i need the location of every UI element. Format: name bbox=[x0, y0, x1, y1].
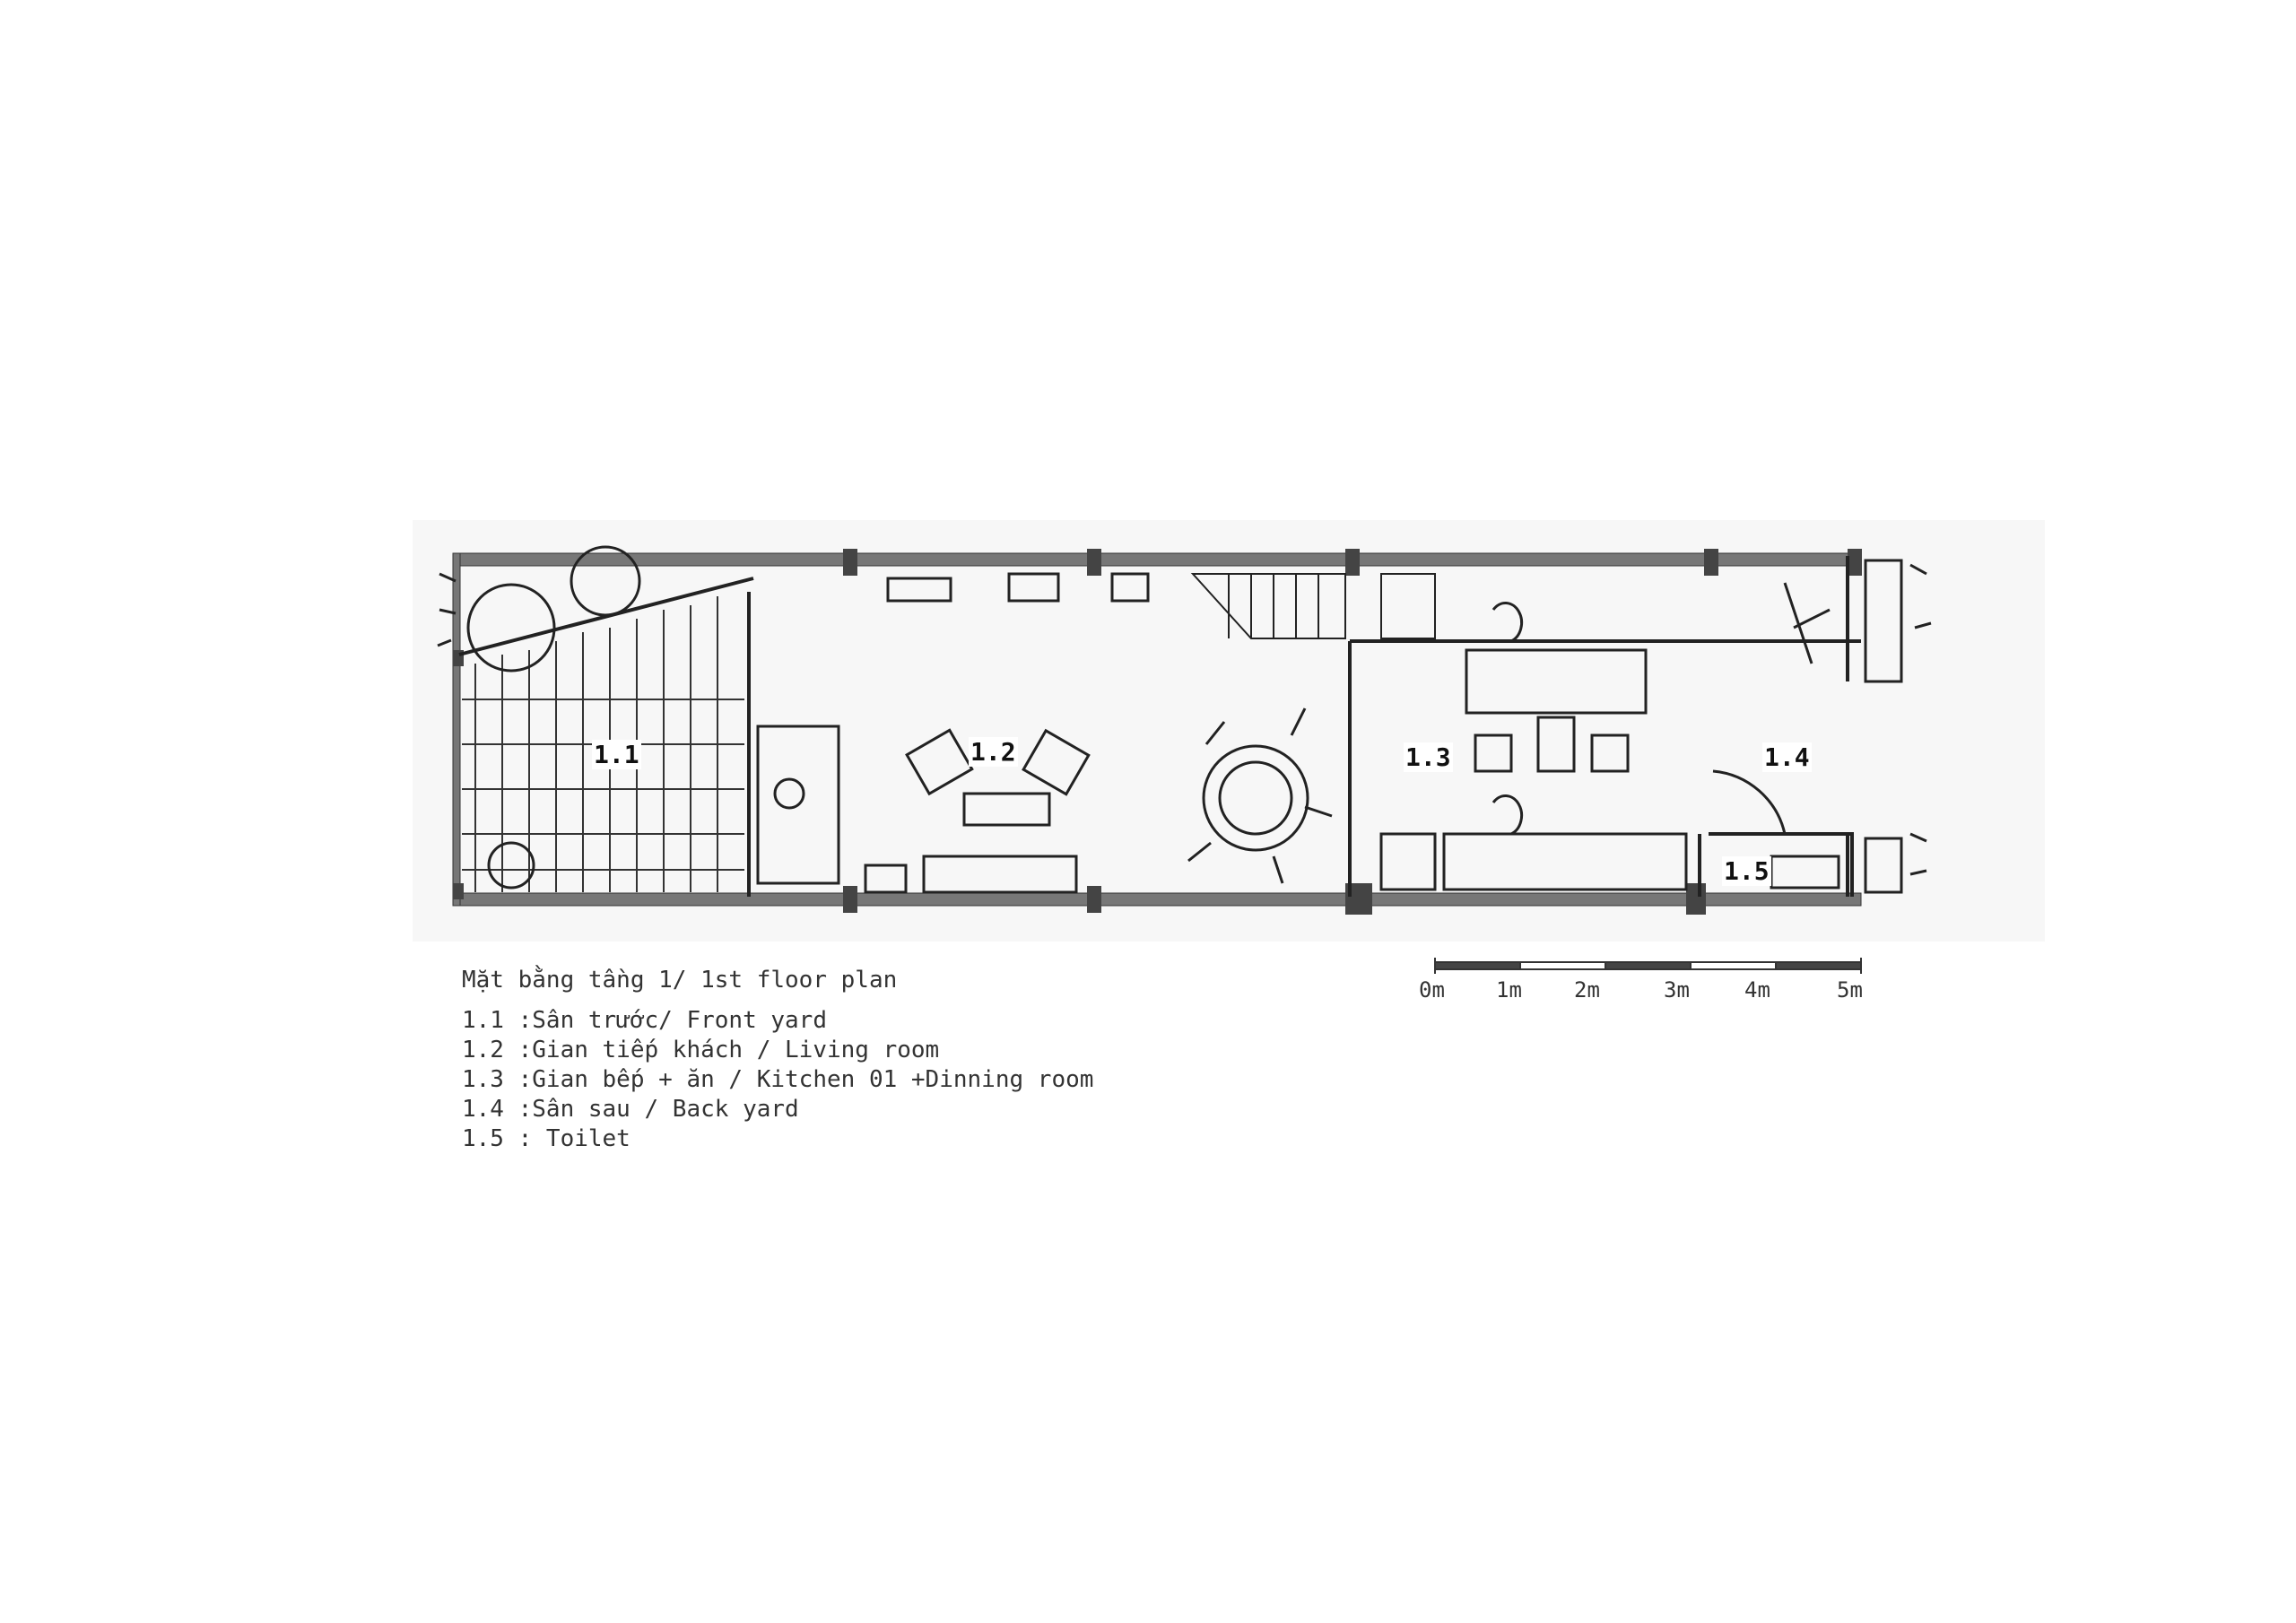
room-label-1-4: 1.4 bbox=[1762, 742, 1812, 772]
scale-label-1m: 1m bbox=[1496, 977, 1522, 1002]
stair bbox=[1190, 573, 1436, 639]
scale-label-0m: 0m bbox=[1419, 977, 1445, 1002]
legend-item: 1.1 :Sân trước/ Front yard bbox=[462, 1007, 827, 1034]
scale-bar-labels: 0m 1m 2m 3m 4m 5m bbox=[0, 977, 2296, 1013]
room-label-1-2: 1.2 bbox=[969, 737, 1018, 767]
scale-label-2m: 2m bbox=[1574, 977, 1600, 1002]
kitchen-furniture bbox=[1379, 601, 1688, 891]
room-legend: 1.1 :Sân trước/ Front yard 1.2 :Gian tiế… bbox=[462, 1006, 1093, 1154]
room-label-1-5: 1.5 bbox=[1722, 856, 1771, 886]
scale-label-3m: 3m bbox=[1664, 977, 1690, 1002]
room-label-1-1: 1.1 bbox=[592, 740, 641, 769]
tree-symbols bbox=[437, 545, 1932, 890]
scale-label-5m: 5m bbox=[1837, 977, 1863, 1002]
scale-bar bbox=[1434, 958, 1862, 974]
legend-item: 1.3 :Gian bếp + ăn / Kitchen 01 +Dinning… bbox=[462, 1066, 1094, 1093]
scale-label-4m: 4m bbox=[1744, 977, 1770, 1002]
legend-item: 1.5 : Toilet bbox=[462, 1125, 631, 1152]
legend-item: 1.2 :Gian tiếp khách / Living room bbox=[462, 1037, 940, 1063]
legend-item: 1.4 :Sân sau / Back yard bbox=[462, 1096, 799, 1123]
living-furniture bbox=[756, 572, 1150, 894]
backyard-toilet bbox=[1712, 559, 1903, 894]
room-label-1-3: 1.3 bbox=[1404, 742, 1453, 772]
interior-walls bbox=[458, 556, 1861, 897]
plan-title: Mặt bằng tầng 1/ 1st floor plan bbox=[462, 967, 898, 994]
